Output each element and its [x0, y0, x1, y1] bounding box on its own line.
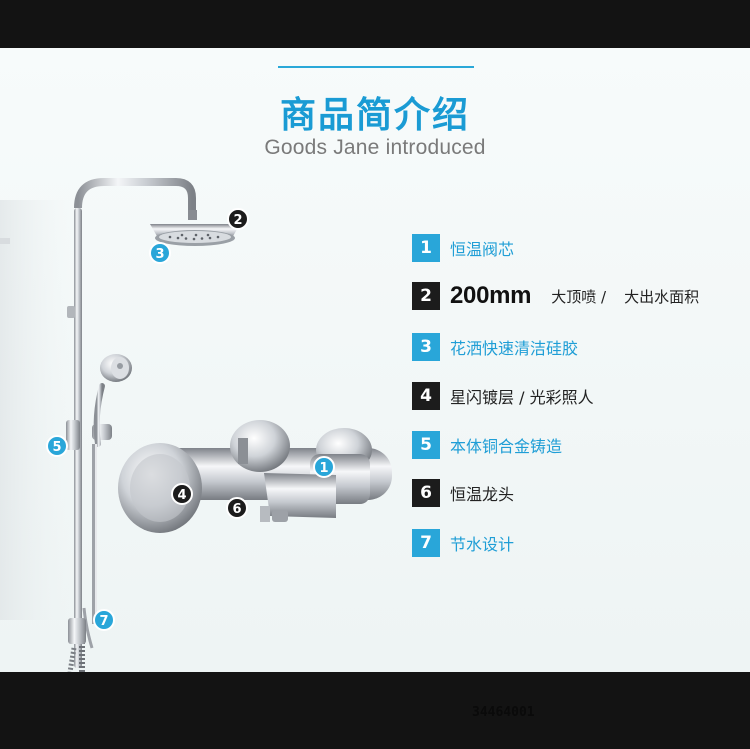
- callout-7-label: 7: [99, 614, 108, 629]
- feature-text: 本体铜合金铸造: [450, 437, 563, 456]
- feature-number: 4: [412, 382, 440, 410]
- feature-number: 6: [412, 479, 440, 507]
- feature-item-7: 7 节水设计: [412, 529, 514, 557]
- callout-5: 5: [46, 435, 68, 457]
- feature-text: 星闪镀层 / 光彩照人: [450, 388, 594, 407]
- feature-number: 3: [412, 333, 440, 361]
- callout-4: 4: [171, 483, 193, 505]
- feature-item-5: 5 本体铜合金铸造: [412, 431, 562, 459]
- callout-1-label: 1: [319, 461, 328, 476]
- model-code: 34464001: [472, 705, 535, 720]
- callout-2-label: 2: [233, 213, 242, 228]
- page-title: 商品简介绍: [279, 95, 470, 136]
- callout-3: 3: [149, 242, 171, 264]
- feature-text-extra: 大出水面积: [624, 287, 700, 306]
- bottom-band: [0, 672, 750, 749]
- callout-6: 6: [226, 497, 248, 519]
- callout-3-label: 3: [155, 247, 164, 262]
- feature-text: 恒温阀芯: [450, 240, 515, 259]
- feature-number: 2: [412, 282, 440, 310]
- product-intro-panel: 商品简介绍 Goods Jane introduced: [0, 48, 750, 672]
- callout-7: 7: [93, 609, 115, 631]
- callout-4-label: 4: [177, 488, 186, 503]
- feature-item-2: 2 200mm 大顶喷 / 大出水面积: [412, 282, 699, 310]
- feature-text: 节水设计: [450, 535, 515, 554]
- page-subtitle: Goods Jane introduced: [264, 136, 486, 159]
- callout-5-label: 5: [52, 440, 61, 455]
- feature-number: 5: [412, 431, 440, 459]
- callout-1: 1: [313, 456, 335, 478]
- feature-item-6: 6 恒温龙头: [412, 479, 514, 507]
- feature-text: 恒温龙头: [450, 485, 515, 504]
- feature-item-1: 1 恒温阀芯: [412, 234, 514, 262]
- feature-number: 7: [412, 529, 440, 557]
- top-band: [0, 0, 750, 48]
- title-divider: [278, 66, 474, 68]
- feature-size: 200mm: [450, 282, 532, 309]
- shower-set-image: [0, 178, 392, 672]
- callout-6-label: 6: [232, 502, 241, 517]
- callout-2: 2: [227, 208, 249, 230]
- feature-number: 1: [412, 234, 440, 262]
- feature-text: 大顶喷 /: [551, 287, 607, 306]
- feature-text: 花洒快速清洁硅胶: [450, 339, 579, 358]
- feature-item-4: 4 星闪镀层 / 光彩照人: [412, 382, 594, 410]
- feature-item-3: 3 花洒快速清洁硅胶: [412, 333, 578, 361]
- callout-markers: 1 2 3 4 5 6 7: [46, 208, 335, 631]
